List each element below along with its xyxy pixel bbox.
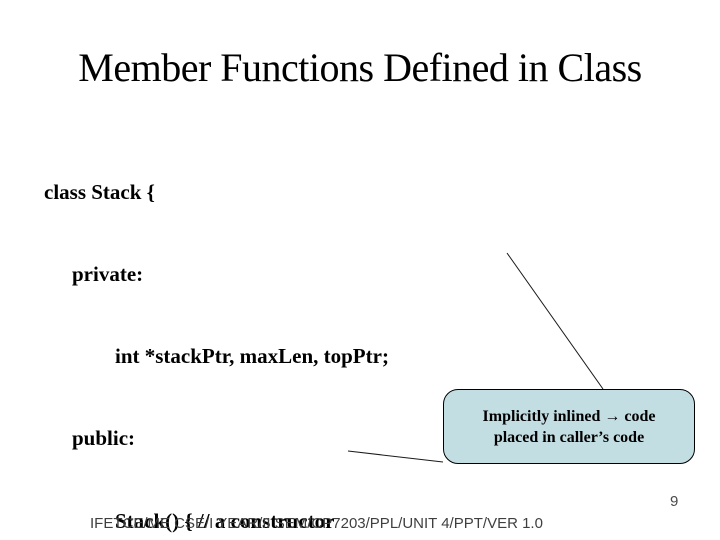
code-block: class Stack { private: int *stackPtr, ma…	[44, 124, 478, 540]
callout-text-line2: placed in caller’s code	[493, 428, 645, 446]
code-line: public:	[72, 426, 136, 451]
footer-text: IFETCE/ME CSE/I YEAR/II SEM/CP7203/PPL/U…	[90, 515, 543, 532]
callout-box: Implicitly inlined → code placed in call…	[443, 389, 695, 464]
page-number: 9	[670, 493, 679, 510]
code-line: int *stackPtr, maxLen, topPtr;	[115, 344, 389, 369]
code-line: class Stack {	[44, 179, 155, 204]
leader-line-top	[506, 252, 604, 390]
callout-text-line1: Implicitly inlined → code	[482, 407, 656, 425]
code-line: Stack() { // a constructor	[115, 508, 335, 533]
code-line: private:	[72, 262, 144, 287]
slide-title: Member Functions Defined in Class	[78, 45, 642, 90]
